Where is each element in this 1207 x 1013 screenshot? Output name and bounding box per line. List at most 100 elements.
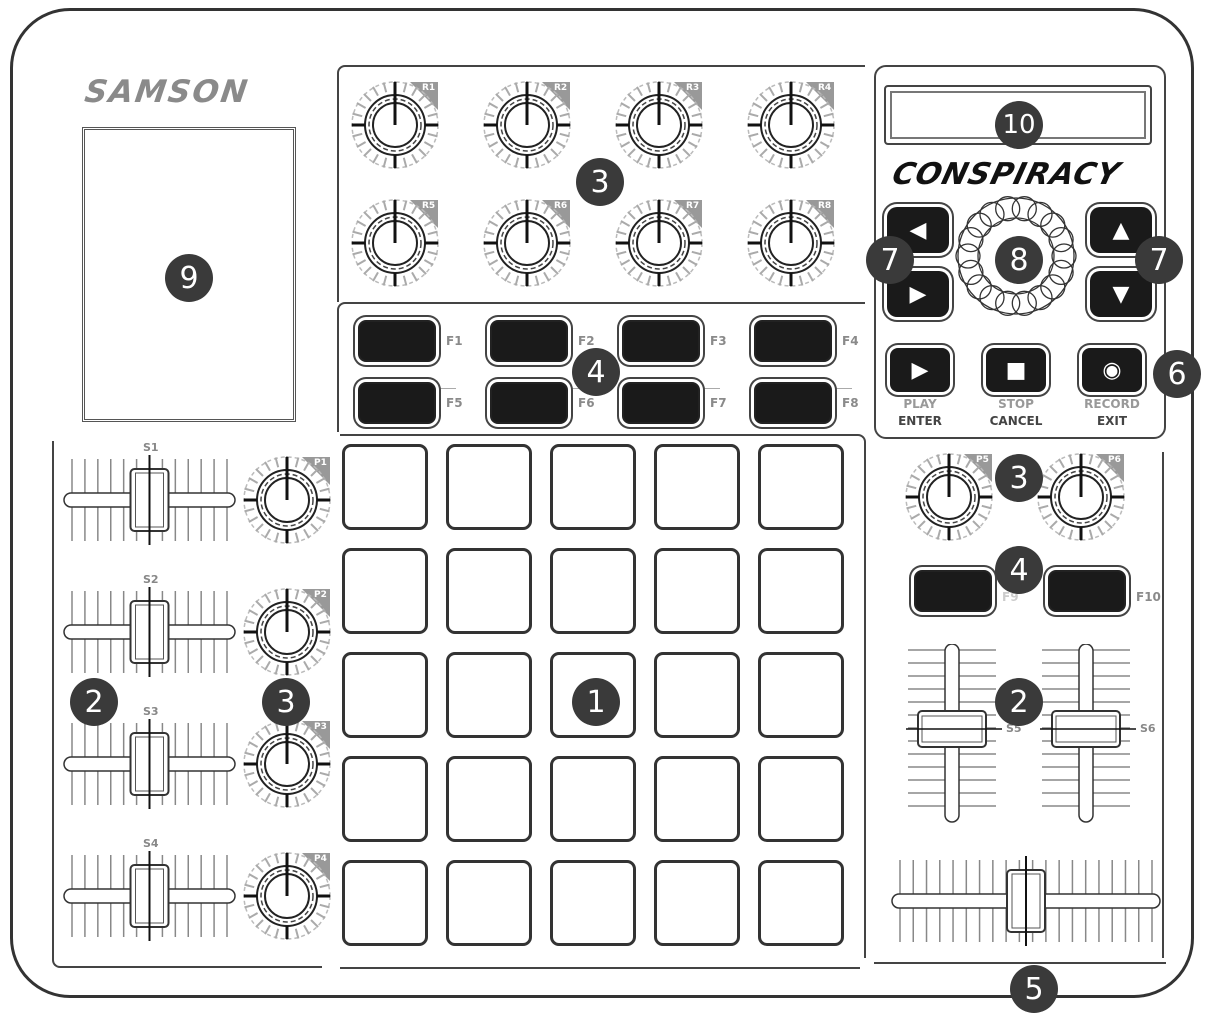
knob-label: R2 [554,83,568,93]
knob-label: R7 [686,201,700,211]
knob-r1[interactable]: R1 [350,80,440,170]
f-button-f1[interactable] [358,320,436,362]
arrow-down-icon: ▼ [1112,281,1130,307]
pad-r3-c4[interactable] [654,652,740,738]
slider-s2[interactable] [62,587,237,681]
pad-r5-c2[interactable] [446,860,532,946]
knob-r3[interactable]: R3 [614,80,704,170]
callout-7: 7 [866,236,914,284]
pad-r3-c3[interactable] [550,652,636,738]
knob-label: P2 [314,590,327,600]
f-button-panel [337,302,865,432]
pad-r2-c3[interactable] [550,548,636,634]
knob-label: P6 [1108,455,1121,465]
f-button-f10[interactable] [1048,570,1126,612]
transport-label-bottom: EXIT [1096,414,1128,428]
nav-left-button[interactable]: ◀ [887,207,949,253]
callout-10: 10 [995,101,1043,149]
pad-r5-c4[interactable] [654,860,740,946]
knob-r8[interactable]: R8 [746,198,836,288]
record-button[interactable]: ◉ [1082,348,1142,392]
callout-7: 7 [1135,236,1183,284]
pad-r2-c2[interactable] [446,548,532,634]
callout-3: 3 [262,678,310,726]
pad-r3-c5[interactable] [758,652,844,738]
pad-r1-c5[interactable] [758,444,844,530]
record-icon: ◉ [1102,357,1122,383]
pad-r1-c4[interactable] [654,444,740,530]
pad-r1-c1[interactable] [342,444,428,530]
f-button-f8[interactable] [754,382,832,424]
data-encoder[interactable] [954,194,1078,318]
touchpad[interactable] [82,127,296,422]
nav-down-button[interactable]: ▼ [1090,271,1152,317]
f-button-label: F8 [842,396,859,410]
f-button-label: F1 [446,334,463,348]
pad-r2-c5[interactable] [758,548,844,634]
f-button-f5[interactable] [358,382,436,424]
pad-r4-c4[interactable] [654,756,740,842]
callout-4: 4 [995,546,1043,594]
slider-s6[interactable] [1040,643,1140,828]
f-button-f2[interactable] [490,320,568,362]
callout-4: 4 [572,348,620,396]
f-button-label: F7 [710,396,727,410]
callout-6: 6 [1153,350,1201,398]
slider-s5[interactable] [906,643,1006,828]
slider-s1[interactable] [62,455,237,549]
left-slider-panel [52,441,322,968]
slider-label: S6 [1140,722,1156,735]
knob-r6[interactable]: R6 [482,198,572,288]
pad-r2-c4[interactable] [654,548,740,634]
callout-5: 5 [1010,965,1058,1013]
slider-s3[interactable] [62,719,237,813]
f-button-f7[interactable] [622,382,700,424]
f-button-f4[interactable] [754,320,832,362]
pad-r3-c1[interactable] [342,652,428,738]
play-button[interactable]: ▶ [890,348,950,392]
knob-r7[interactable]: R7 [614,198,704,288]
pad-r4-c2[interactable] [446,756,532,842]
callout-2: 2 [995,678,1043,726]
pad-r4-c1[interactable] [342,756,428,842]
pad-r4-c5[interactable] [758,756,844,842]
transport-label-top: PLAY [903,397,937,411]
f-button-f6[interactable] [490,382,568,424]
pad-r5-c5[interactable] [758,860,844,946]
f-button-label: F2 [578,334,595,348]
pad-r2-c1[interactable] [342,548,428,634]
knob-r5[interactable]: R5 [350,198,440,288]
arrow-right-icon: ▶ [909,281,927,307]
pad-r1-c3[interactable] [550,444,636,530]
callout-8: 8 [995,236,1043,284]
knob-label: P5 [976,455,989,465]
knob-p5[interactable]: P5 [904,452,994,542]
pad-r1-c2[interactable] [446,444,532,530]
slider-label: S3 [143,705,159,718]
pad-baseline [340,967,860,969]
nav-up-button[interactable]: ▲ [1090,207,1152,253]
knob-r4[interactable]: R4 [746,80,836,170]
knob-r2[interactable]: R2 [482,80,572,170]
pad-r4-c3[interactable] [550,756,636,842]
slider-s4[interactable] [62,851,237,945]
f-button-f3[interactable] [622,320,700,362]
knob-p2[interactable]: P2 [242,587,332,677]
pad-r5-c1[interactable] [342,860,428,946]
knob-label: P3 [314,722,327,732]
knob-p4[interactable]: P4 [242,851,332,941]
pad-r5-c3[interactable] [550,860,636,946]
stop-button[interactable]: ■ [986,348,1046,392]
right-baseline [874,962,1166,964]
knob-label: P4 [314,854,327,864]
knob-p1[interactable]: P1 [242,455,332,545]
pad-panel [340,434,866,958]
crossfader[interactable] [890,856,1162,950]
f-button-f9[interactable] [914,570,992,612]
knob-p6[interactable]: P6 [1036,452,1126,542]
knob-label: R5 [422,201,436,211]
knob-p3[interactable]: P3 [242,719,332,809]
knob-label: R3 [686,83,700,93]
pad-r3-c2[interactable] [446,652,532,738]
